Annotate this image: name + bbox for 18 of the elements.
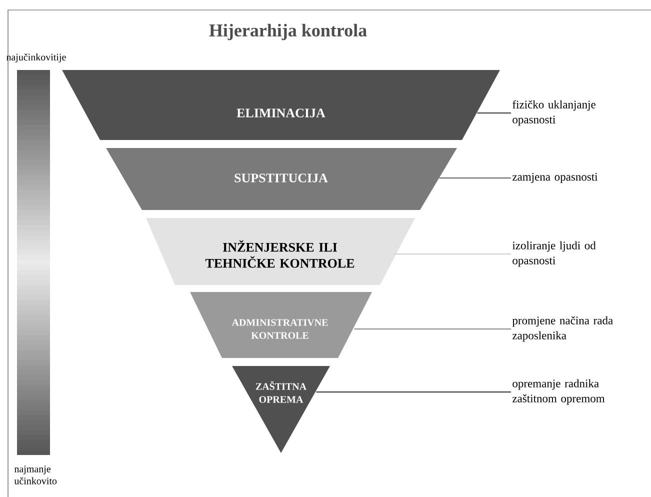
leader-line <box>354 328 511 330</box>
trapezoid-band: ADMINISTRATIVNE KONTROLE <box>190 292 372 358</box>
description-text: promjene načina rada zaposlenika <box>512 316 613 342</box>
description-text: fizičko uklanjanje opasnosti <box>512 100 596 126</box>
leader-line <box>316 391 511 393</box>
trapezoid-band: ELIMINACIJA <box>62 70 500 140</box>
description-text: izoliranje ljudi od opasnosti <box>512 241 596 267</box>
trapezoid-band: ZAŠTITNA OPREMA <box>232 366 330 453</box>
scale-label: najučinkovitije <box>6 53 66 63</box>
leader-line <box>394 253 511 255</box>
leader-line <box>439 177 511 179</box>
trapezoid-band: SUPSTITUCIJA <box>106 148 457 210</box>
trapezoid-band: INŽENJERSKE ILI TEHNIČKE KONTROLE <box>146 218 415 285</box>
leader-line <box>477 112 511 114</box>
description-text: zamjena opasnosti <box>512 172 598 184</box>
description-text: opremanje radnika zaštitnom opremom <box>512 379 605 405</box>
scale-label: najmanje učinkovito <box>14 466 57 484</box>
title: Hijerarhija kontrola <box>209 24 367 40</box>
